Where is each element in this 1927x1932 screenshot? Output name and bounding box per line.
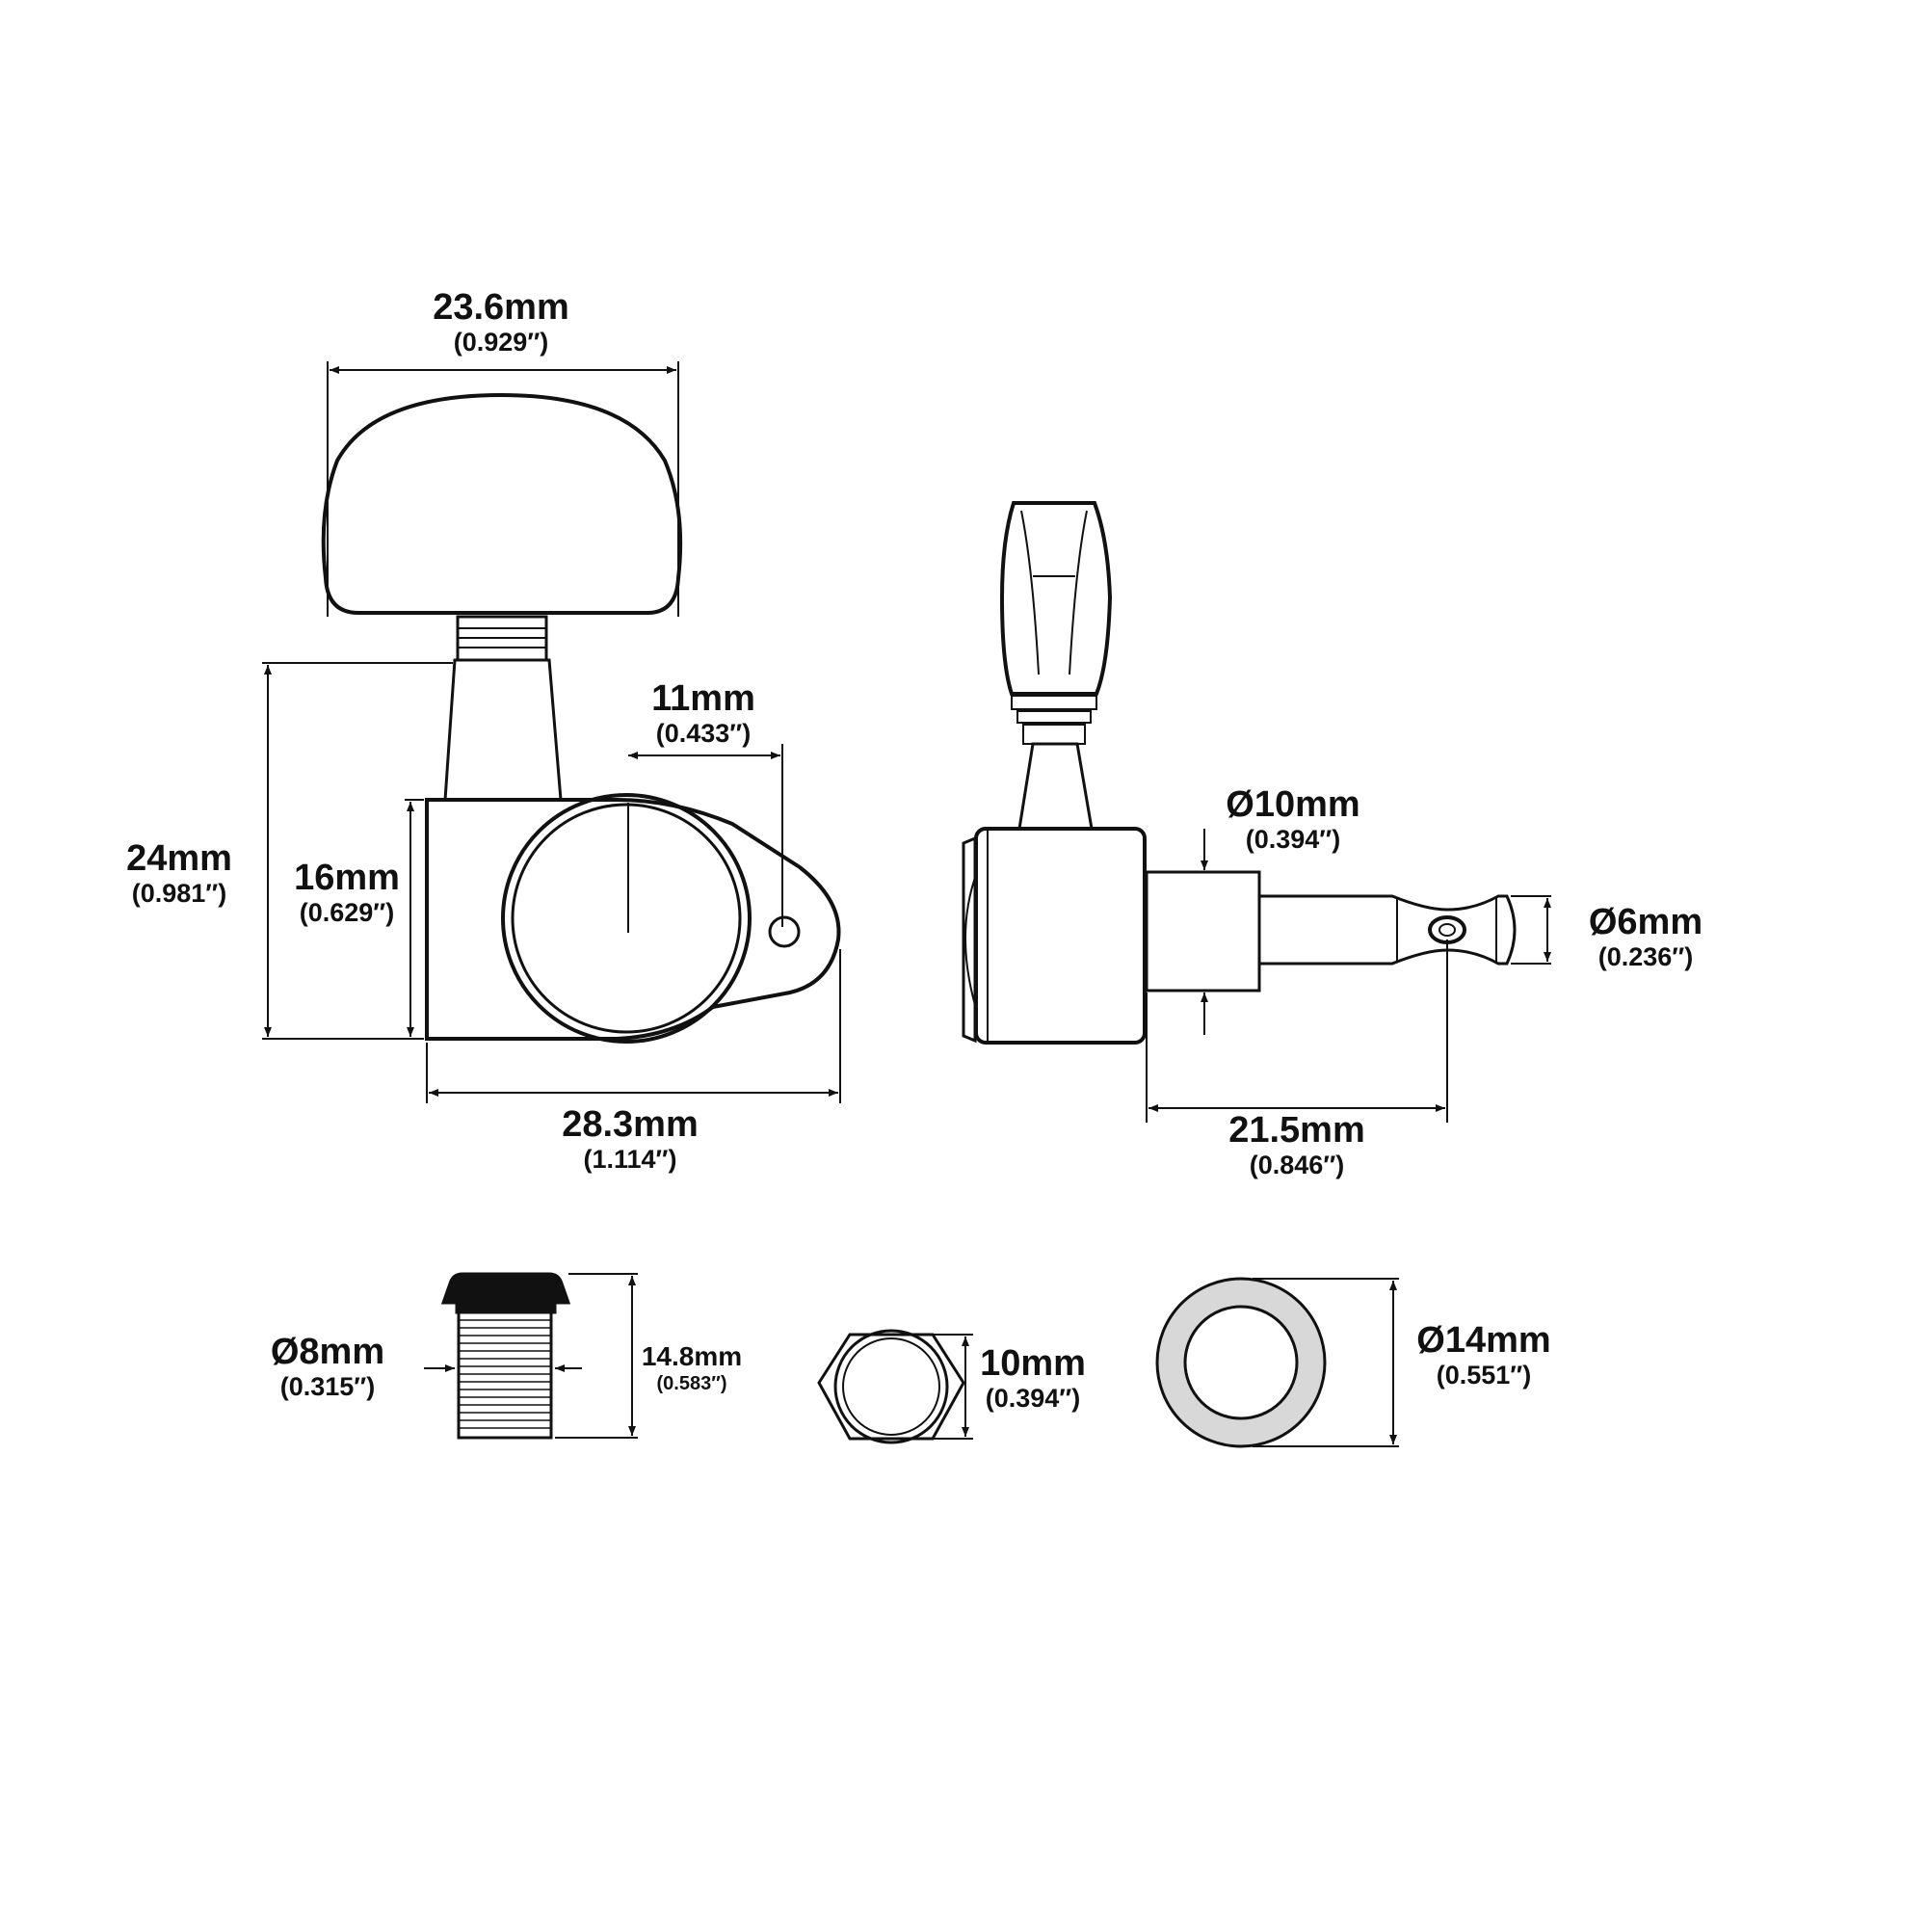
washer-dia-mm: Ø14mm xyxy=(1416,1320,1551,1361)
overall-height-inch: (0.981″) xyxy=(131,879,227,908)
nut-size-inch: (0.394″) xyxy=(985,1384,1081,1413)
post-length-mm: 21.5mm xyxy=(1228,1110,1365,1151)
bushing-dia-label: Ø8mm (0.315″) xyxy=(271,1334,384,1400)
bushing-dia-inch: (0.315″) xyxy=(279,1372,376,1401)
hole-offset-inch: (0.433″) xyxy=(655,719,752,748)
bushing-dia-mm: Ø8mm xyxy=(270,1332,385,1372)
post-length-inch: (0.846″) xyxy=(1249,1151,1345,1179)
bushing-cap xyxy=(440,1272,571,1305)
bushing-thread-lines xyxy=(459,1319,551,1429)
washer-dia-label: Ø14mm (0.551″) xyxy=(1416,1322,1550,1389)
nut-size-mm: 10mm xyxy=(980,1343,1086,1384)
washer-dimension-lines xyxy=(1253,1278,1399,1447)
side-housing xyxy=(974,827,1147,1045)
post-base-dia-mm: Ø10mm xyxy=(1226,784,1360,825)
overall-height-label: 24mm (0.981″) xyxy=(126,840,232,907)
housing-height-label: 16mm (0.629″) xyxy=(294,860,400,926)
nut-size-label: 10mm (0.394″) xyxy=(980,1345,1086,1412)
side-shaft xyxy=(1017,742,1094,831)
post-length-label: 21.5mm (0.846″) xyxy=(1228,1112,1365,1178)
front-view xyxy=(321,392,841,1044)
overall-width-inch: (1.114″) xyxy=(583,1145,677,1174)
knob-width-label: 23.6mm (0.929″) xyxy=(433,289,569,356)
hex-nut-outline xyxy=(817,1333,965,1441)
knob-width-mm: 23.6mm xyxy=(433,287,569,328)
knob-width-inch: (0.929″) xyxy=(453,328,549,357)
post-dia-inch: (0.236″) xyxy=(1597,942,1694,971)
bushing-length-mm: 14.8mm xyxy=(641,1341,743,1371)
gear-cap-outer xyxy=(501,793,752,1044)
housing-body xyxy=(425,798,841,1041)
washer-dia-inch: (0.551″) xyxy=(1436,1361,1532,1389)
front-dimension-lines xyxy=(262,361,841,1103)
overall-height-mm: 24mm xyxy=(126,838,232,879)
bushing-dimension-lines xyxy=(424,1273,638,1439)
overall-width-label: 28.3mm (1.114″) xyxy=(562,1106,699,1173)
washer-inner xyxy=(1183,1305,1299,1420)
post-base-dia-inch: (0.394″) xyxy=(1245,825,1341,854)
post-base-dia-label: Ø10mm (0.394″) xyxy=(1226,786,1359,853)
string-post xyxy=(1257,894,1517,966)
knob-shaft xyxy=(443,658,563,802)
hole-offset-mm: 11mm xyxy=(651,678,755,719)
side-view xyxy=(962,501,1517,1045)
side-dimension-lines xyxy=(1146,829,1551,1123)
knob-button-shape xyxy=(321,392,683,615)
screw-hole xyxy=(768,915,801,948)
hole-offset-label: 11mm (0.433″) xyxy=(651,680,755,747)
housing-height-inch: (0.629″) xyxy=(299,898,395,927)
post-dia-mm: Ø6mm xyxy=(1588,902,1703,942)
hex-nut xyxy=(817,1329,965,1444)
knob-side-shape xyxy=(999,501,1113,696)
bushing-thread xyxy=(457,1310,553,1440)
washer xyxy=(1155,1277,1327,1448)
bushing-length-inch: (0.583″) xyxy=(656,1373,727,1394)
bushing xyxy=(440,1272,571,1440)
housing-height-mm: 16mm xyxy=(294,858,400,898)
overall-width-mm: 28.3mm xyxy=(562,1104,699,1145)
gear-cap-inner xyxy=(511,803,742,1034)
string-hole xyxy=(1428,915,1466,944)
nut-dimension-lines xyxy=(933,1334,973,1440)
bushing-length-label: 14.8mm (0.583″) xyxy=(641,1341,743,1394)
post-base xyxy=(1145,870,1261,992)
post-dia-label: Ø6mm (0.236″) xyxy=(1589,904,1703,970)
